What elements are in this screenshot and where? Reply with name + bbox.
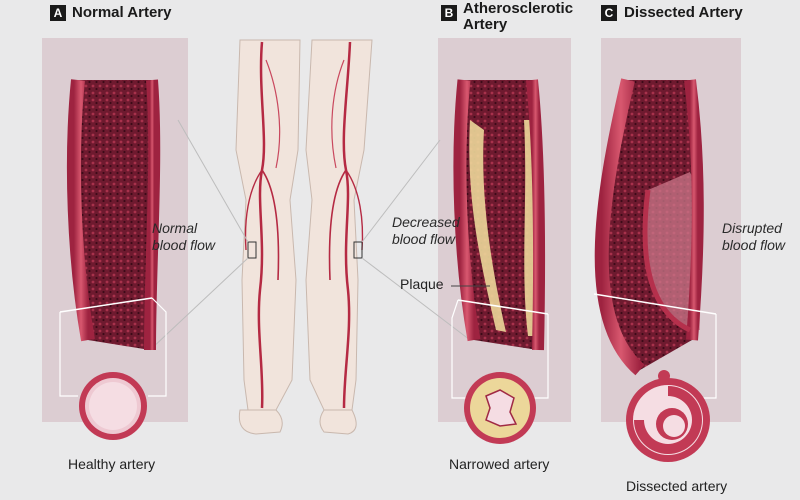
flow-label-line-1: Decreased <box>392 214 460 230</box>
panel-b-caption: Narrowed artery <box>449 456 550 472</box>
flow-label-line-2: blood flow <box>152 237 216 253</box>
panel-c-flow-label: Disrupted blood flow <box>722 220 785 254</box>
panel-a-badge: A <box>50 5 66 21</box>
panel-a-flow-label: Normal blood flow <box>152 220 215 254</box>
title-line-1: Atherosclerotic <box>463 0 574 17</box>
healthy-artery-cross-section <box>79 372 147 440</box>
narrowed-artery-cross-section <box>464 372 536 444</box>
panel-b-badge: B <box>441 5 457 21</box>
normal-artery-vessel <box>59 79 167 397</box>
atherosclerotic-artery-vessel <box>451 79 549 399</box>
flow-label-line-1: Normal <box>152 220 198 236</box>
flow-label-line-2: blood flow <box>392 231 456 247</box>
panel-c-caption: Dissected artery <box>626 478 728 494</box>
flow-label-line-2: blood flow <box>722 237 786 253</box>
panel-a-caption: Healthy artery <box>68 456 156 472</box>
flow-label-line-1: Disrupted <box>722 220 782 236</box>
legs-illustration <box>235 39 373 435</box>
dissected-artery-vessel <box>593 78 717 399</box>
panel-a-title: Normal Artery <box>72 4 172 21</box>
panel-c-badge: C <box>601 5 617 21</box>
dissected-artery-cross-section <box>626 370 710 462</box>
panel-b-title: Atherosclerotic Artery <box>463 1 573 33</box>
title-line-2: Artery <box>463 16 508 33</box>
plaque-label: Plaque <box>400 276 444 292</box>
panel-b-flow-label: Decreased blood flow <box>392 214 460 248</box>
panel-c-title: Dissected Artery <box>624 4 743 21</box>
